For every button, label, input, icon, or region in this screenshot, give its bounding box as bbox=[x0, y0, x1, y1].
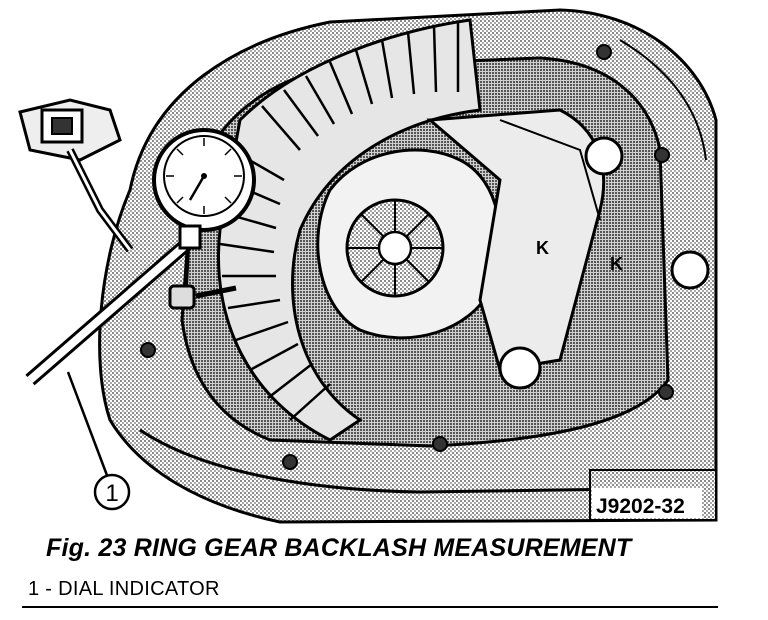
technical-illustration: K K 1 J9202-32 bbox=[18, 8, 718, 524]
bolt-hole bbox=[596, 44, 612, 60]
drawing-id: J9202-32 bbox=[596, 495, 685, 518]
legend-item: 1 - DIAL INDICATOR bbox=[28, 578, 220, 600]
bolt-holes bbox=[140, 44, 710, 470]
ring-gear bbox=[217, 18, 482, 442]
bolt-hole bbox=[432, 436, 448, 452]
dial-indicator bbox=[18, 98, 256, 386]
bolt-hole bbox=[282, 454, 298, 470]
svg-text:K: K bbox=[610, 254, 623, 274]
callout-leader bbox=[66, 371, 110, 479]
bolt-hole bbox=[654, 147, 670, 163]
svg-text:K: K bbox=[536, 238, 549, 258]
callout-1: 1 bbox=[93, 473, 131, 511]
bolt-hole bbox=[140, 342, 156, 358]
dial-needle bbox=[188, 175, 206, 201]
figure-caption: Fig. 23 RING GEAR BACKLASH MEASUREMENT bbox=[46, 534, 632, 562]
bolt-hole bbox=[670, 250, 710, 290]
bolt-hole bbox=[658, 384, 674, 400]
differential-case: K K bbox=[316, 108, 624, 390]
divider bbox=[22, 606, 718, 608]
callout-number: 1 bbox=[105, 480, 118, 507]
